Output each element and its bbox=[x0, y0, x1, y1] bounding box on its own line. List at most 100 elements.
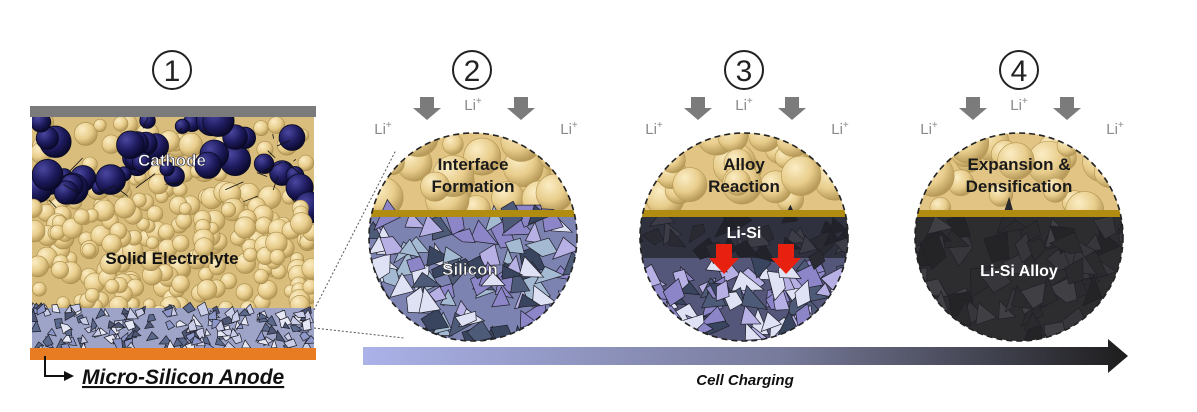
silicon-shard bbox=[90, 317, 98, 333]
step-2-badge: 2 bbox=[452, 50, 492, 90]
lithium-ion-charge: + bbox=[843, 120, 849, 131]
electrolyte-bead bbox=[997, 142, 1035, 180]
electrolyte-particle bbox=[140, 250, 162, 272]
electrolyte-particle bbox=[196, 279, 218, 300]
lisi-shard bbox=[753, 241, 776, 263]
alloy-shard bbox=[915, 266, 922, 285]
electrolyte-particle bbox=[171, 274, 190, 293]
lithium-ion-label: Li+ bbox=[374, 120, 392, 138]
electrolyte-particle bbox=[269, 249, 286, 265]
silicon-shard bbox=[110, 321, 126, 328]
electrolyte-particle bbox=[113, 196, 136, 219]
electrolyte-bead bbox=[420, 171, 450, 202]
alloy-shard bbox=[1010, 284, 1035, 310]
lithium-flow-arrow bbox=[959, 97, 987, 120]
circle-2-content bbox=[369, 133, 577, 341]
circle-4-outline bbox=[914, 132, 1124, 342]
lisi-shard bbox=[688, 223, 706, 244]
electrolyte-particle bbox=[297, 154, 314, 172]
electrolyte-particle bbox=[175, 212, 193, 230]
alloy-shard bbox=[1092, 215, 1117, 240]
alloy-label-line2: Reaction bbox=[708, 177, 780, 196]
silicon-shard bbox=[233, 319, 242, 332]
carbon-fiber bbox=[284, 161, 300, 174]
silicon-shard bbox=[531, 284, 558, 308]
expansion-label-line2: Densification bbox=[966, 177, 1073, 196]
cathode-label: Cathode bbox=[138, 151, 206, 170]
electrolyte-particle bbox=[101, 233, 122, 255]
silicon-shard bbox=[91, 326, 102, 337]
electrolyte-particle bbox=[146, 236, 159, 250]
silicon-shard bbox=[283, 338, 298, 349]
silicon-shard bbox=[304, 335, 314, 345]
silicon-shard bbox=[299, 330, 312, 342]
silicon-shard bbox=[80, 333, 89, 345]
expansion-arrow-1 bbox=[709, 244, 739, 274]
electrolyte-particle bbox=[253, 120, 269, 137]
silicon-shard bbox=[657, 319, 684, 341]
electrolyte-bead bbox=[917, 141, 942, 165]
lithium-ion-label: Li+ bbox=[560, 120, 578, 138]
silicon-shard bbox=[794, 279, 811, 309]
silicon-shard bbox=[766, 270, 786, 302]
electrolyte-bead bbox=[793, 133, 825, 149]
step-1-number: 1 bbox=[164, 55, 181, 88]
silicon-shard bbox=[32, 308, 39, 322]
silicon-shard bbox=[442, 246, 464, 264]
silicon-shard bbox=[266, 324, 278, 336]
carbon-fiber bbox=[142, 117, 149, 129]
li-si-alloy-label: Li-Si Alloy bbox=[980, 263, 1058, 280]
bottom-current-collector bbox=[30, 348, 316, 360]
anode-pointer bbox=[44, 356, 74, 381]
alloy-shard bbox=[1109, 301, 1123, 328]
electrolyte-particle bbox=[73, 208, 90, 225]
silicon-shard bbox=[182, 301, 196, 314]
carbon-fiber bbox=[165, 181, 183, 185]
interface-line bbox=[369, 210, 577, 217]
silicon-shard bbox=[255, 329, 266, 342]
electrolyte-particle bbox=[194, 237, 214, 257]
electrolyte-particle bbox=[32, 255, 49, 278]
step-4-badge: 4 bbox=[999, 50, 1039, 90]
top-current-collector bbox=[30, 106, 316, 117]
carbon-fiber bbox=[202, 128, 207, 134]
carbon-fiber bbox=[276, 139, 291, 147]
electrolyte-particle bbox=[208, 257, 226, 276]
silicon-shard bbox=[214, 336, 227, 347]
silicon-shard bbox=[369, 307, 383, 330]
silicon-shard bbox=[289, 315, 304, 326]
electrolyte-particle bbox=[301, 257, 314, 280]
silicon-shard bbox=[270, 338, 278, 349]
electrolyte-bead bbox=[463, 137, 502, 176]
silicon-shard bbox=[480, 271, 506, 287]
electrolyte-particle bbox=[158, 223, 175, 241]
lithium-ion-label: Li+ bbox=[464, 96, 482, 114]
lisi-shard bbox=[808, 248, 826, 270]
alloy-shard bbox=[1118, 220, 1123, 243]
silicon-shard bbox=[190, 335, 204, 346]
electrolyte-bead bbox=[535, 173, 574, 212]
electrolyte-particle bbox=[302, 279, 314, 295]
silicon-shard bbox=[32, 319, 42, 333]
carbon-fiber bbox=[272, 176, 279, 191]
zoom-lines bbox=[313, 149, 405, 339]
silicon-shard bbox=[230, 309, 241, 324]
carbon-fiber bbox=[96, 185, 116, 195]
silicon-shard bbox=[229, 327, 239, 339]
silicon-shard bbox=[815, 282, 833, 298]
silicon-shard bbox=[165, 320, 176, 331]
silicon-shard bbox=[715, 279, 730, 302]
silicon-shard bbox=[805, 314, 830, 340]
charging-arrow bbox=[363, 339, 1128, 373]
silicon-shard bbox=[518, 255, 545, 278]
silicon-shard bbox=[146, 313, 157, 323]
alloy-shard bbox=[919, 231, 947, 270]
silicon-shard bbox=[406, 255, 426, 273]
silicon-shard bbox=[772, 288, 790, 311]
silicon-shard bbox=[640, 303, 651, 327]
electrolyte-particle bbox=[51, 260, 69, 279]
cathode-particle bbox=[174, 118, 190, 134]
electrolyte-bead bbox=[717, 133, 749, 153]
cathode-particle bbox=[194, 151, 222, 179]
lithium-ion-charge: + bbox=[1118, 120, 1124, 131]
